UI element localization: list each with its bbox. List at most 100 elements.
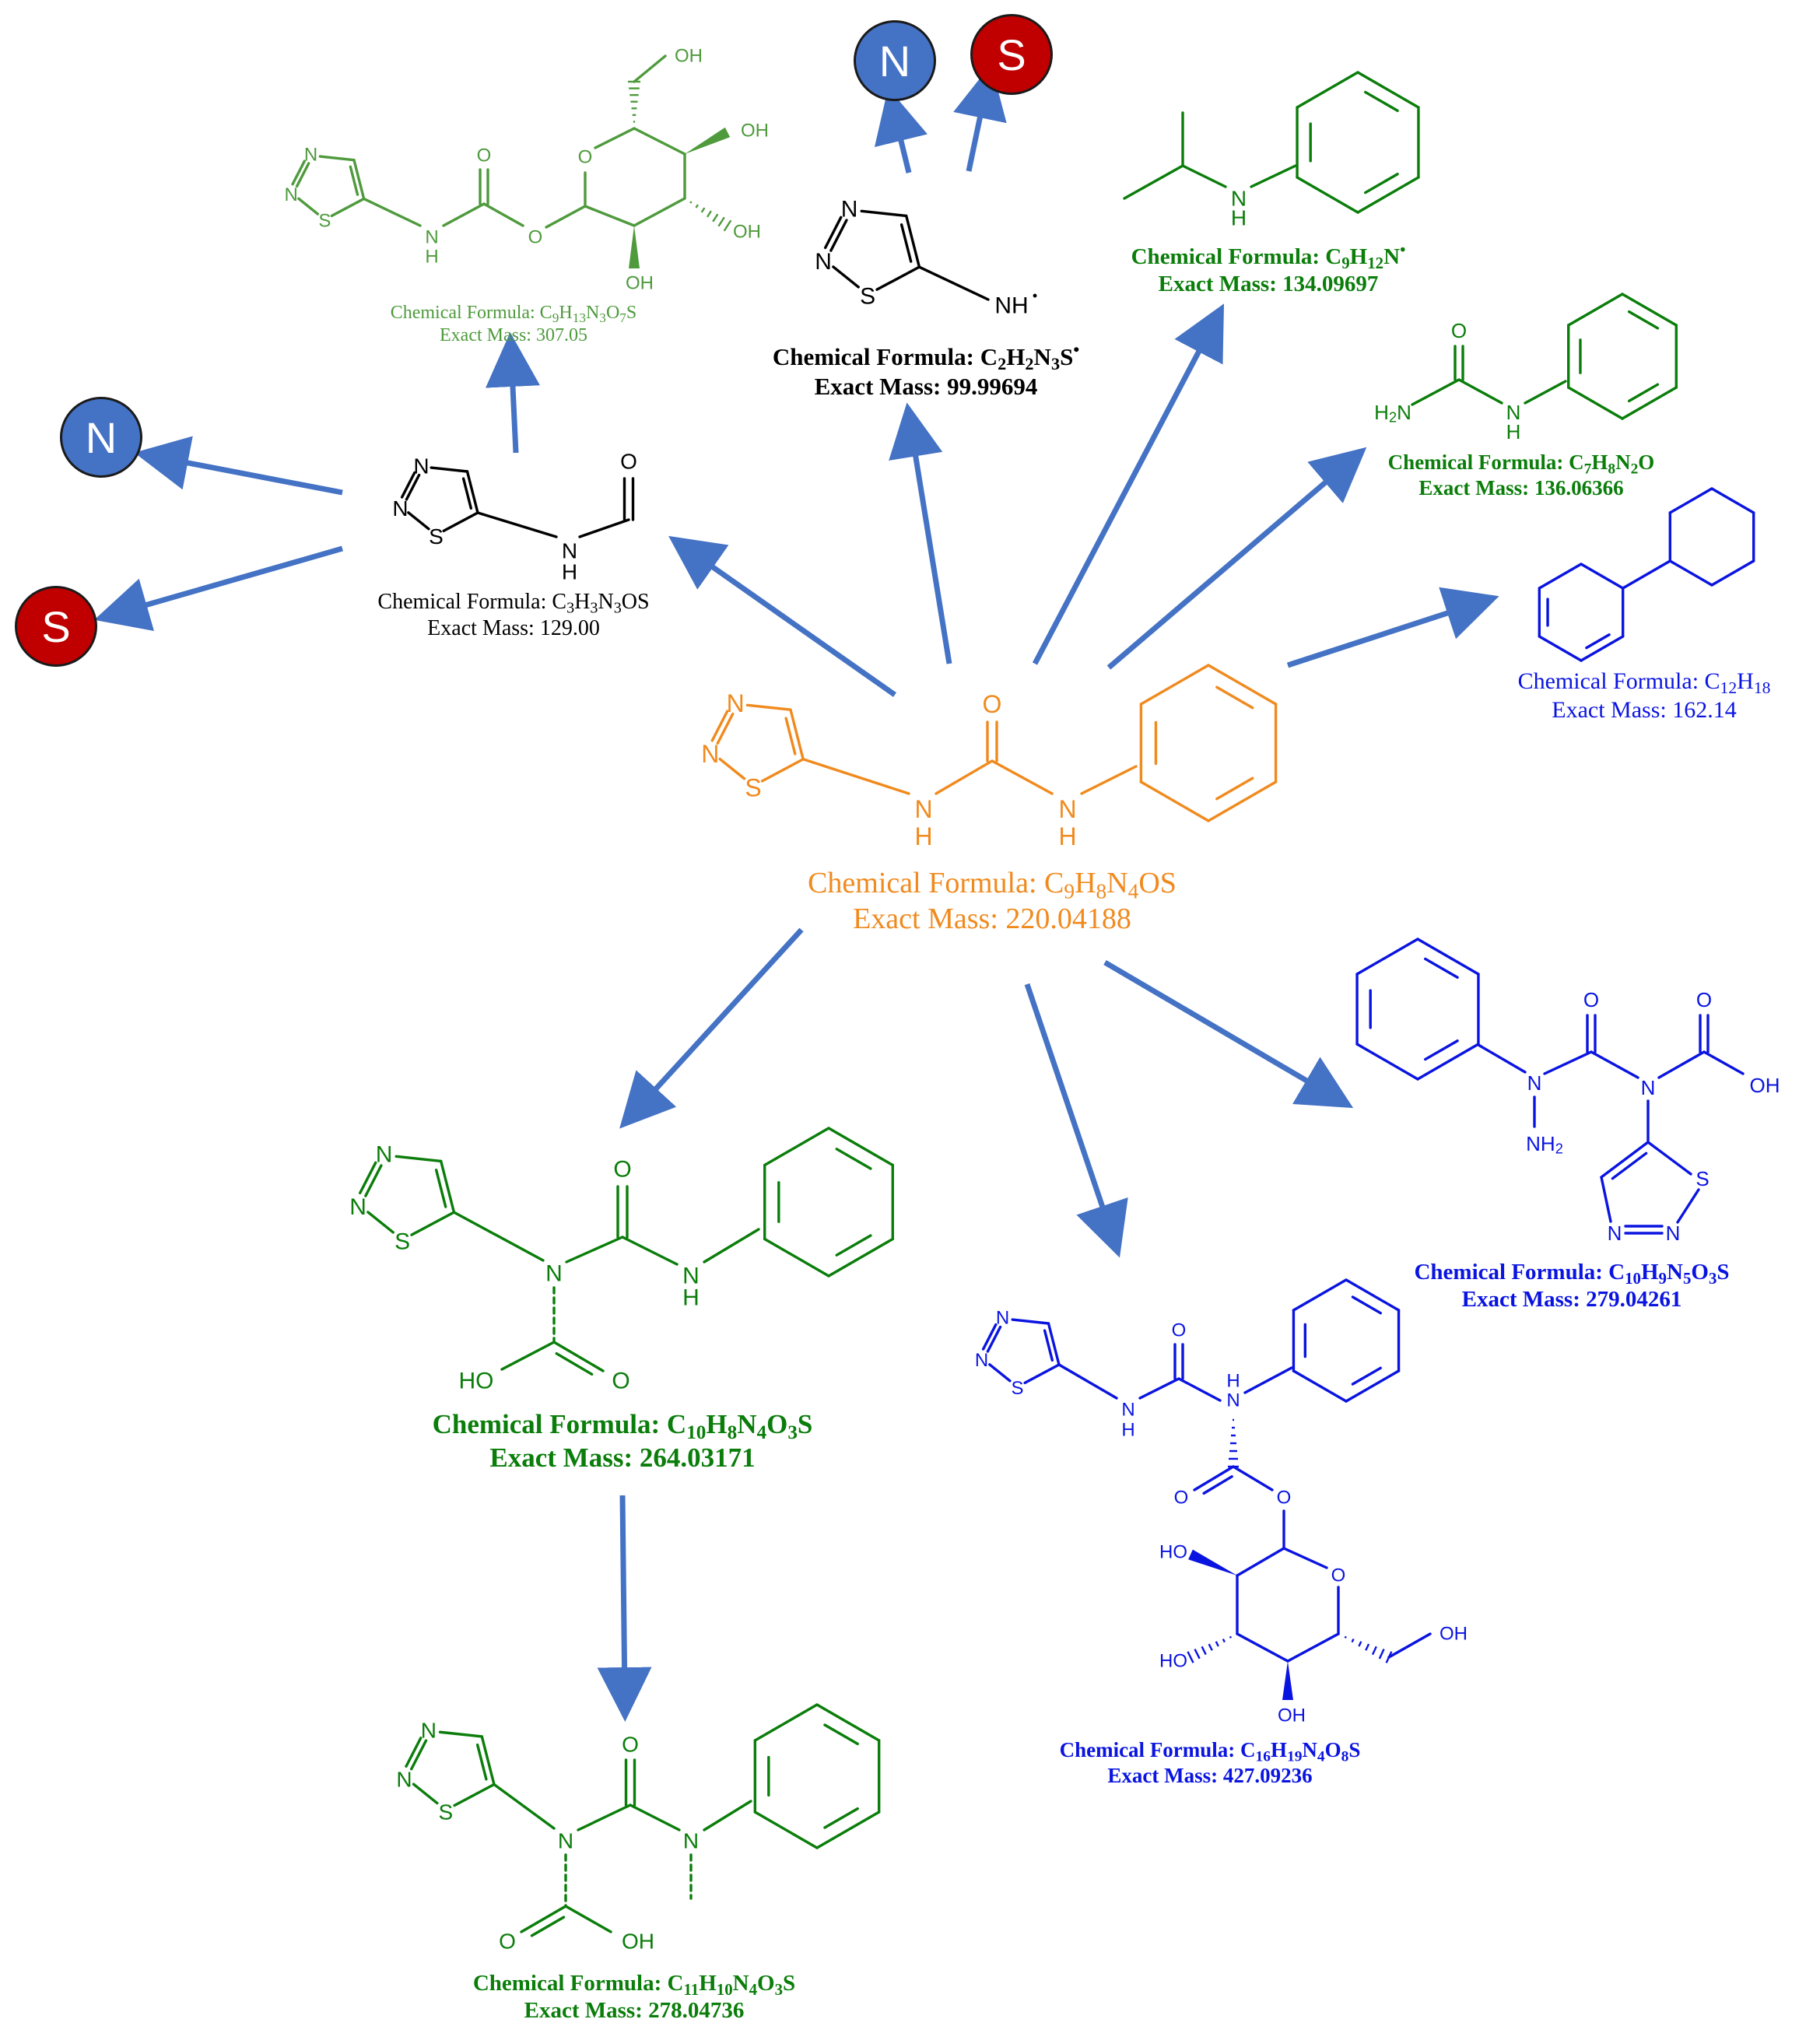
reaction-arrow xyxy=(486,332,540,454)
bond-line xyxy=(480,1735,496,1786)
reaction-arrow xyxy=(1024,983,1128,1258)
formula-text: Chemical Formula: C xyxy=(377,590,567,614)
hash-bond xyxy=(1358,1641,1362,1647)
bond-line xyxy=(1177,1377,1222,1402)
bond-line xyxy=(349,165,359,196)
reaction-arrow xyxy=(668,535,897,697)
bond-line xyxy=(1424,1039,1459,1061)
badge-label: S xyxy=(997,30,1026,79)
formula-subscript: 4 xyxy=(749,1979,758,1999)
bond-line xyxy=(493,1782,556,1830)
bond-line xyxy=(633,197,686,227)
formula-text: S xyxy=(1348,1738,1361,1761)
hydroxyl-group: OH xyxy=(733,222,761,243)
formula-subscript: 4 xyxy=(1127,879,1139,903)
formula-text: N xyxy=(1033,343,1051,370)
formula-subscript: 9 xyxy=(1064,879,1075,903)
bond-line xyxy=(1416,1043,1480,1081)
reaction-arrow xyxy=(619,927,804,1129)
bond-line xyxy=(1703,1050,1745,1075)
exact-mass: Exact Mass: 220.04188 xyxy=(853,903,1131,936)
bond-line xyxy=(1043,1329,1054,1362)
nitrogen-atom: N xyxy=(1121,1400,1134,1421)
formula-text: N xyxy=(1666,1260,1683,1285)
bond-line xyxy=(452,1211,545,1262)
bond-line xyxy=(442,511,479,533)
bond-line xyxy=(1023,1363,1061,1385)
bond-line xyxy=(789,708,805,761)
bond-line xyxy=(577,1803,632,1831)
formula-subscript: 4 xyxy=(1317,1748,1325,1765)
hash-bond xyxy=(1365,1643,1370,1651)
reaction-arrow xyxy=(597,1495,652,1722)
hash-bond xyxy=(689,201,693,204)
bond-line xyxy=(1345,1278,1401,1312)
formula-text: H xyxy=(559,303,573,323)
formula-subscript: 12 xyxy=(1367,253,1384,272)
bond-line xyxy=(1207,664,1278,706)
hydroxyl-group: OH xyxy=(1278,1705,1306,1726)
hash-bond xyxy=(1351,1638,1355,1643)
bond-line xyxy=(362,197,422,227)
reaction-arrow xyxy=(874,87,928,174)
nitrogen-atom: N xyxy=(562,539,577,563)
bond-line xyxy=(395,1155,443,1163)
bond-line xyxy=(453,1782,496,1807)
reaction-arrow xyxy=(1106,447,1367,670)
formula-text: N xyxy=(598,590,614,614)
bond-line xyxy=(1292,1278,1348,1312)
bond-line xyxy=(520,1905,567,1933)
bond-line xyxy=(594,127,636,149)
formula-text: N xyxy=(737,1409,757,1439)
bond-line xyxy=(475,1743,488,1781)
formula-subscript: 9 xyxy=(1658,1268,1667,1288)
bond-line xyxy=(564,1905,612,1933)
bond-line xyxy=(1207,780,1278,822)
bond-line xyxy=(438,1730,483,1738)
nitrogen-atom: N xyxy=(914,795,932,823)
isopropylaniline-structure: NH xyxy=(1123,71,1420,230)
bond-line xyxy=(1355,938,1419,976)
formula-text: S xyxy=(797,1409,813,1439)
formula-text: Chemical Formula: C xyxy=(1059,1738,1256,1761)
reaction-arrow xyxy=(953,64,1007,172)
bond-line xyxy=(410,1739,428,1771)
bond-line xyxy=(875,265,921,291)
bond-line xyxy=(500,1341,556,1371)
bond-line xyxy=(1621,386,1678,420)
formula-text: O xyxy=(1691,1260,1709,1285)
bond-line xyxy=(1524,380,1567,405)
bond-line xyxy=(1236,1632,1289,1663)
bond-line xyxy=(718,757,746,780)
nitrogen-atom: N xyxy=(1608,1222,1622,1245)
bond-line xyxy=(358,1161,377,1195)
bond-line xyxy=(1356,176,1420,214)
formula-subscript: 7 xyxy=(619,310,626,325)
oxygen-atom: O xyxy=(612,1369,629,1394)
formula-text: H xyxy=(574,590,591,614)
bond-line xyxy=(823,216,843,250)
bond-line xyxy=(482,202,524,227)
bond-line xyxy=(629,1803,681,1831)
bond-line xyxy=(352,158,366,201)
bond-line xyxy=(633,54,667,83)
sulfur-atom: S xyxy=(395,1229,410,1254)
bond-line xyxy=(832,265,860,289)
exact-mass: Exact Mass: 134.09697 xyxy=(1158,272,1379,297)
bond-line xyxy=(1621,293,1678,327)
bond-line xyxy=(1538,563,1583,590)
formula-subscript: 3 xyxy=(599,310,606,325)
formula-text: O xyxy=(1638,450,1655,474)
formula-text: Chemical Formula: C xyxy=(1387,450,1584,474)
oxygen-atom: O xyxy=(1331,1565,1346,1586)
formula-subscript: 3 xyxy=(613,599,622,617)
hydrogen-atom: H xyxy=(682,1285,700,1311)
formula-subscript: 3 xyxy=(787,1422,798,1444)
badge-label: N xyxy=(878,36,911,86)
chemical-formula: Chemical Formula: C11H10N4O3S xyxy=(473,1970,795,1997)
formula-text: OS xyxy=(1138,867,1177,899)
